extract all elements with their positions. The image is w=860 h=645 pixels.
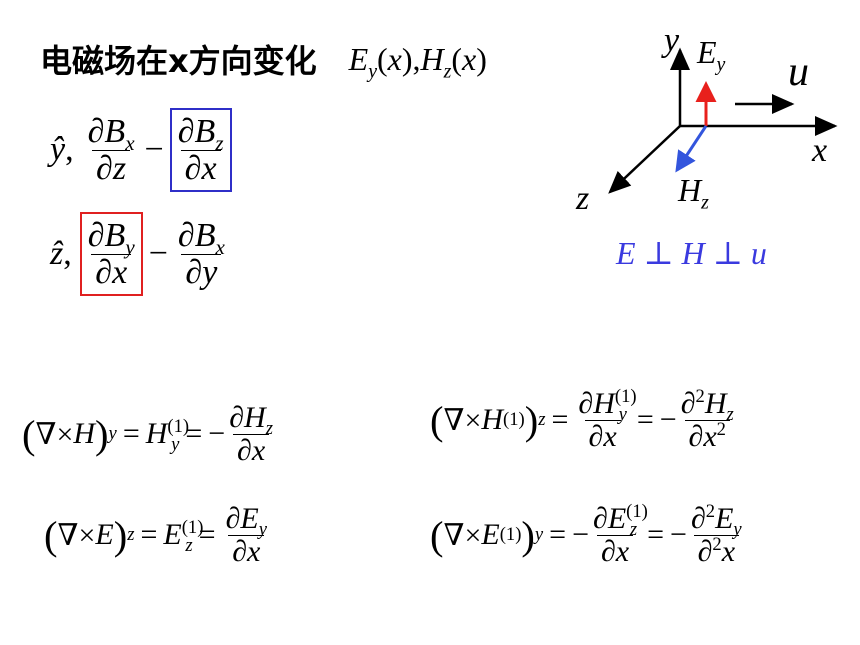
frac-dBz-dx-boxed: ∂Bz ∂x <box>169 108 232 193</box>
title-fields: Ey(x),Hz(x) <box>348 40 487 82</box>
frac-dBx-dz: ∂Bx ∂z <box>87 113 135 187</box>
h-field-arrow <box>675 125 708 173</box>
frac-dHz-dx: ∂Hz ∂x <box>229 401 273 467</box>
perpendicular-label: E ⊥ H ⊥ u <box>616 235 767 271</box>
equation-curl-e: (∇×E)z = E(1)z = ∂Ey ∂x <box>44 503 271 567</box>
e-label: Ey <box>697 34 726 76</box>
h-label: Hz <box>678 172 709 214</box>
z-hat: ẑ <box>50 235 64 273</box>
z-axis <box>608 125 681 194</box>
frac-d2Hz-dx2: ∂2Hz ∂x2 <box>680 386 734 453</box>
frac-d2Ey-d2x: ∂2Ey ∂2x <box>690 501 742 568</box>
u-label: u <box>788 49 809 95</box>
frac-dBy-dx-boxed: ∂By ∂x <box>79 212 143 297</box>
frac-dEz1-dx: ∂E(1)z ∂x <box>593 501 648 568</box>
curl-y-row: ŷ, ∂Bx ∂z − ∂Bz ∂x <box>50 108 232 193</box>
frac-dHy1-dx: ∂H(1)y ∂x <box>578 386 637 453</box>
curl-z-row: ẑ, ∂By ∂x − ∂Bx ∂y <box>50 212 229 297</box>
frac-dEy-dx: ∂Ey ∂x <box>225 502 267 568</box>
z-axis-label: z <box>576 180 590 217</box>
title-chinese: 电磁场在x方向变化 <box>40 42 317 80</box>
y-axis-label: y <box>664 22 680 59</box>
frac-dBx-dy: ∂Bx ∂y <box>177 217 225 291</box>
equation-curl-h1: (∇×H(1))z = ∂H(1)y ∂x =− ∂2Hz ∂x2 <box>430 386 738 453</box>
slide-title: 电磁场在x方向变化 Ey(x),Hz(x) <box>40 36 487 82</box>
equation-curl-h: (∇×H)y = H(1)y =− ∂Hz ∂x <box>22 402 277 466</box>
x-axis-label: x <box>812 132 828 169</box>
coordinate-diagram <box>608 47 838 194</box>
equation-curl-e1: (∇×E(1))y =− ∂E(1)z ∂x =− ∂2Ey ∂2x <box>430 501 746 568</box>
y-hat: ŷ <box>50 131 66 169</box>
